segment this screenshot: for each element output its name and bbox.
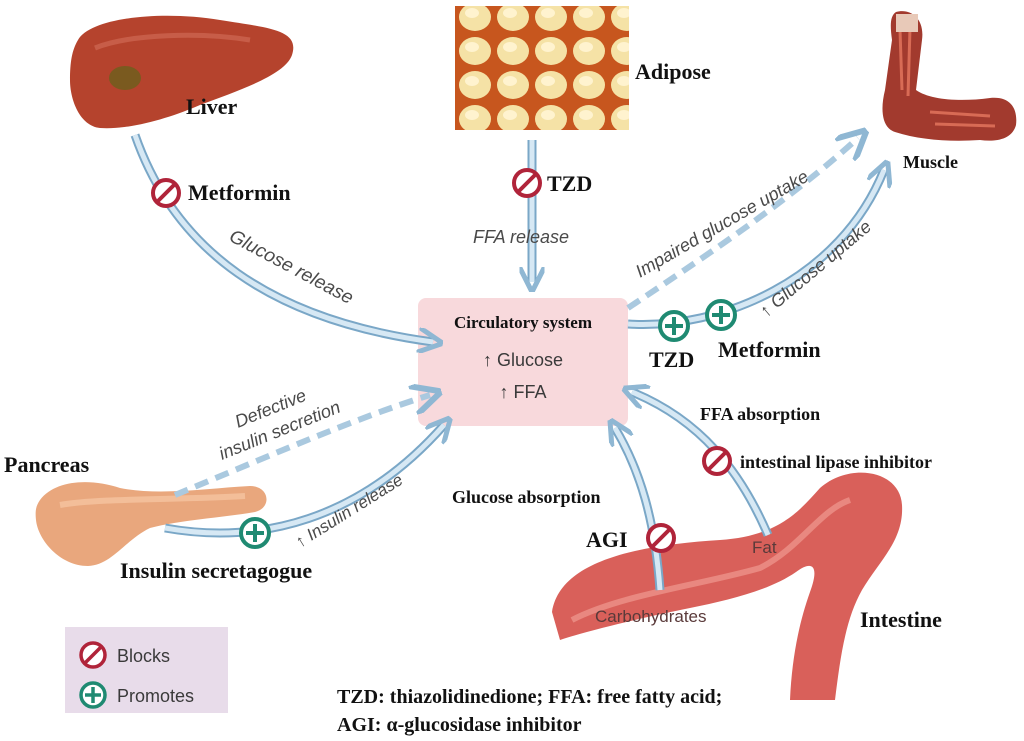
glucose-absorption-arrow xyxy=(615,428,663,591)
glucose-absorption-label: Glucose absorption xyxy=(452,487,601,507)
adipose-label: Adipose xyxy=(635,59,711,84)
metformin-liver-block-icon xyxy=(151,178,181,208)
footnote-line-1: TZD: thiazolidinedione; FFA: free fatty … xyxy=(337,686,722,708)
impaired-uptake-label: Impaired glucose uptake xyxy=(632,166,812,281)
pancreas-illustration xyxy=(35,482,267,566)
impaired-uptake-arrow xyxy=(626,138,858,311)
glucose-level: ↑ Glucose xyxy=(483,350,563,370)
tzd-adipose-block-icon xyxy=(512,168,542,198)
fat-label: Fat xyxy=(752,538,777,557)
agi-block-icon xyxy=(646,523,676,553)
tzd-muscle-promote-icon xyxy=(658,310,690,342)
metformin-liver-label: Metformin xyxy=(188,180,291,205)
ffa-level: ↑ FFA xyxy=(499,382,546,402)
liver-label: Liver xyxy=(186,94,238,119)
adipose-illustration xyxy=(455,6,629,130)
insulin-secretagogue-label: Insulin secretagogue xyxy=(120,558,312,583)
metformin-muscle-label: Metformin xyxy=(718,337,821,362)
liver-arrow-edge xyxy=(130,133,434,347)
muscle-illustration xyxy=(882,11,1017,141)
tzd-muscle-label: TZD xyxy=(649,347,694,372)
secretagogue-promote-icon xyxy=(239,517,271,549)
agi-label: AGI xyxy=(586,527,628,552)
liver-illustration xyxy=(70,15,294,129)
defective-secretion-arrow xyxy=(173,395,430,498)
legend-promote-icon xyxy=(79,681,107,709)
glucose-release-label: Glucose release xyxy=(226,226,357,309)
ffa-absorption-label: FFA absorption xyxy=(700,404,820,424)
tzd-adipose-label: TZD xyxy=(547,171,592,196)
legend-promotes-label: Promotes xyxy=(117,686,194,706)
circulatory-system-box xyxy=(418,298,628,426)
legend-block-icon xyxy=(79,641,107,669)
glucose-uptake-label: ↑ Glucose uptake xyxy=(756,216,875,321)
intestine-illustration xyxy=(552,472,903,700)
circulatory-title: Circulatory system xyxy=(454,313,592,332)
ffa-release-label: FFA release xyxy=(473,227,569,247)
gallbladder-shape xyxy=(109,66,141,90)
intestine-label: Intestine xyxy=(860,607,942,632)
insulin-release-arrow xyxy=(164,425,444,536)
hand-shape xyxy=(896,14,918,32)
muscle-label: Muscle xyxy=(903,152,958,172)
legend-blocks-label: Blocks xyxy=(117,646,170,666)
glucose-release-arrow xyxy=(132,134,433,342)
metformin-muscle-promote-icon xyxy=(705,299,737,331)
carbohydrates-label: Carbohydrates xyxy=(595,607,707,626)
insulin-release-label: ↑ Insulin release xyxy=(292,470,406,551)
footnote-line-2: AGI: α-glucosidase inhibitor xyxy=(337,714,582,736)
lipase-inhibitor-label: intestinal lipase inhibitor xyxy=(740,452,932,472)
pancreas-label: Pancreas xyxy=(4,452,90,477)
lipase-inhibitor-block-icon xyxy=(702,446,732,476)
